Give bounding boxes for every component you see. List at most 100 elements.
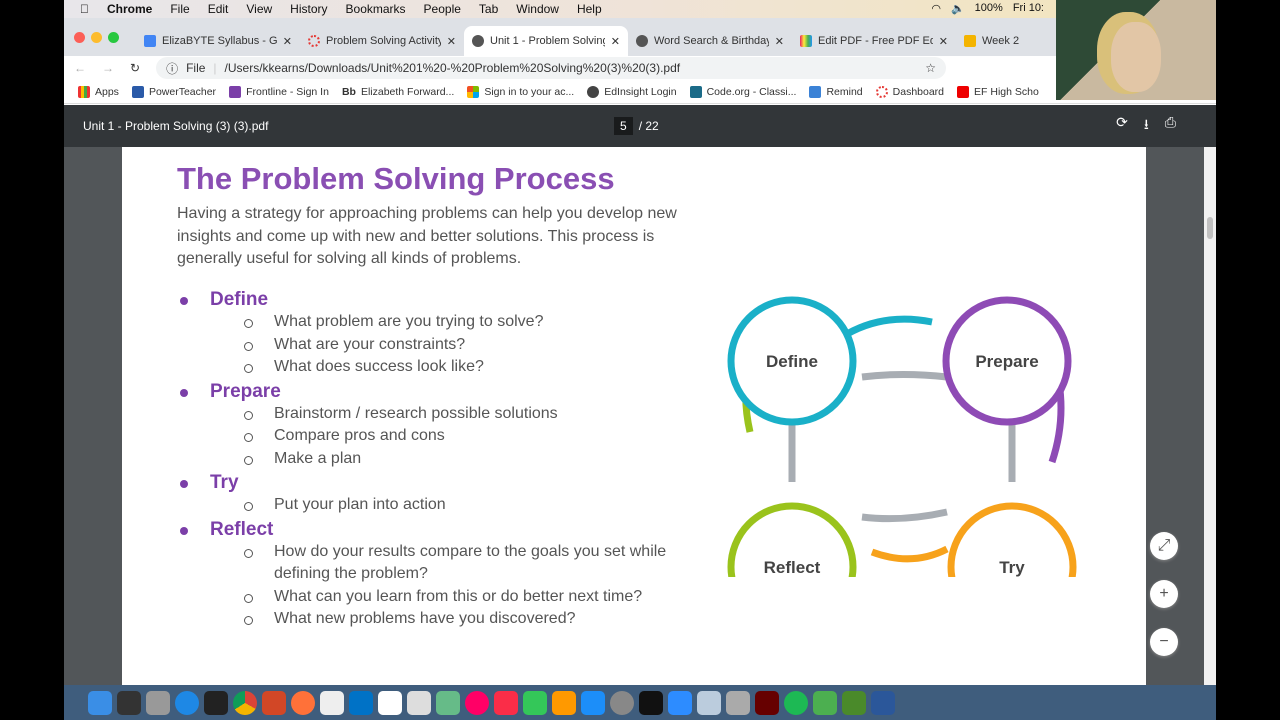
close-window-button[interactable] xyxy=(74,32,85,43)
step-item: Make a plan xyxy=(210,448,680,471)
star-icon[interactable]: ☆ xyxy=(925,61,936,75)
bookmark-code-org[interactable]: Code.org - Classi... xyxy=(689,85,796,98)
notes-icon[interactable] xyxy=(320,690,344,715)
calendar-icon[interactable] xyxy=(378,690,402,715)
volume-icon[interactable]: 🔈 xyxy=(950,3,965,15)
clock[interactable]: Fri 10: xyxy=(1012,2,1044,14)
url-text: /Users/kkearns/Downloads/Unit%201%20-%20… xyxy=(224,61,681,75)
app-icon[interactable] xyxy=(204,690,228,715)
maximize-window-button[interactable] xyxy=(108,32,119,43)
close-tab-icon[interactable]: ✕ xyxy=(446,35,456,48)
remind-icon xyxy=(809,85,822,98)
globe-icon xyxy=(636,35,648,47)
dashboard-icon xyxy=(875,85,888,98)
menu-view[interactable]: View xyxy=(237,2,272,16)
menu-tab[interactable]: Tab xyxy=(469,2,498,16)
process-cycle-diagram: Define Prepare Reflect Try xyxy=(727,296,1077,577)
launchpad-icon[interactable] xyxy=(117,690,141,715)
download-icon[interactable]: ⭳ xyxy=(1143,116,1149,132)
system-preferences-icon[interactable] xyxy=(610,690,634,715)
sis-icon xyxy=(131,85,144,98)
reflect-circle xyxy=(727,502,857,577)
menu-history[interactable]: History xyxy=(281,2,327,16)
close-tab-icon[interactable]: ✕ xyxy=(282,35,292,48)
tab-unit1-pdf[interactable]: Unit 1 - Problem Solving (✕ xyxy=(464,26,628,56)
rotate-icon[interactable]: ⟳ xyxy=(1116,114,1128,130)
page-number-input[interactable]: 5 xyxy=(614,117,633,135)
bookmark-microsoft[interactable]: Sign in to your ac... xyxy=(467,85,574,98)
preview-icon[interactable] xyxy=(697,690,721,715)
close-tab-icon[interactable]: ✕ xyxy=(774,35,784,48)
music-icon[interactable] xyxy=(494,690,518,715)
app-icon[interactable] xyxy=(813,690,837,715)
bookmark-remind[interactable]: Remind xyxy=(809,85,863,98)
flash-icon[interactable] xyxy=(755,690,779,715)
window-controls xyxy=(74,32,119,43)
powerpoint-icon[interactable] xyxy=(262,690,286,715)
app-icon[interactable] xyxy=(639,690,663,715)
chrome-icon[interactable] xyxy=(233,690,257,715)
fit-page-button[interactable]: ⤢ xyxy=(1150,532,1178,560)
menu-people[interactable]: People xyxy=(414,2,461,16)
dreamweaver-icon[interactable] xyxy=(842,690,866,715)
pdf-editor-icon xyxy=(800,35,812,47)
close-tab-icon[interactable]: ✕ xyxy=(610,35,620,48)
word-icon[interactable] xyxy=(871,690,895,715)
forward-icon[interactable]: → xyxy=(102,61,114,75)
slide-title: The Problem Solving Process xyxy=(177,161,615,196)
menu-bookmarks[interactable]: Bookmarks xyxy=(336,2,406,16)
app-store-icon[interactable] xyxy=(581,690,605,715)
menu-chrome[interactable]: Chrome xyxy=(98,2,152,16)
print-icon[interactable]: ⎙ xyxy=(1164,114,1176,130)
menu-file[interactable]: File xyxy=(161,2,189,16)
url-input[interactable]: ⓘ File | /Users/kkearns/Downloads/Unit%2… xyxy=(156,57,946,79)
tab-word-search[interactable]: Word Search & Birthday G✕ xyxy=(628,26,792,56)
tab-edit-pdf[interactable]: Edit PDF - Free PDF Edito✕ xyxy=(792,26,956,56)
bookmark-frontline[interactable]: Frontline - Sign In xyxy=(229,85,329,98)
bookmark-ef-high-school[interactable]: EF High Scho xyxy=(957,85,1039,98)
tab-syllabus[interactable]: ElizaBYTE Syllabus - Goo✕ xyxy=(136,26,300,56)
minimize-window-button[interactable] xyxy=(91,32,102,43)
apple-icon[interactable]:  xyxy=(80,2,89,16)
webcam-overlay xyxy=(1056,0,1216,100)
reflect-label: Reflect xyxy=(764,558,821,577)
menu-window[interactable]: Window xyxy=(507,2,559,16)
spotify-icon[interactable] xyxy=(784,690,808,715)
try-label: Try xyxy=(999,558,1025,577)
messages-icon[interactable] xyxy=(523,690,547,715)
bookmark-apps[interactable]: Apps xyxy=(78,85,119,98)
zoom-app-icon[interactable] xyxy=(668,690,692,715)
close-tab-icon[interactable]: ✕ xyxy=(938,35,948,48)
app-icon[interactable] xyxy=(726,690,750,715)
bookmark-powerteacher[interactable]: PowerTeacher xyxy=(131,85,216,98)
firefox-icon[interactable] xyxy=(291,690,315,715)
maps-icon[interactable] xyxy=(436,690,460,715)
back-icon[interactable]: ← xyxy=(74,61,86,75)
reload-icon[interactable]: ↻ xyxy=(130,61,141,75)
tab-activity[interactable]: Problem Solving Activity✕ xyxy=(300,26,464,56)
finder-icon[interactable] xyxy=(88,690,112,715)
books-icon[interactable] xyxy=(552,690,576,715)
textedit-icon[interactable] xyxy=(407,690,431,715)
step-item: What can you learn from this or do bette… xyxy=(210,586,680,609)
bookmark-edinsight[interactable]: EdInsight Login xyxy=(587,85,677,98)
tab-strip: ElizaBYTE Syllabus - Goo✕ Problem Solvin… xyxy=(64,18,1216,56)
scrollbar[interactable] xyxy=(1204,147,1216,685)
scrollbar-thumb[interactable] xyxy=(1207,217,1213,239)
zoom-out-button[interactable]: − xyxy=(1150,628,1178,656)
site-icon xyxy=(308,35,320,47)
menu-edit[interactable]: Edit xyxy=(198,2,229,16)
photos-icon[interactable] xyxy=(465,690,489,715)
slide-intro: Having a strategy for approaching proble… xyxy=(177,205,677,267)
rocket-icon[interactable] xyxy=(146,690,170,715)
bookmark-dashboard[interactable]: Dashboard xyxy=(875,85,944,98)
prepare-circle xyxy=(942,296,1072,426)
tab-week2[interactable]: Week 2 xyxy=(956,26,1027,56)
outlook-icon[interactable] xyxy=(349,690,373,715)
safari-icon[interactable] xyxy=(175,690,199,715)
globe-icon xyxy=(472,35,484,47)
zoom-in-button[interactable]: + xyxy=(1150,580,1178,608)
menu-help[interactable]: Help xyxy=(567,2,602,16)
wifi-icon[interactable]: ◠ xyxy=(931,3,941,15)
